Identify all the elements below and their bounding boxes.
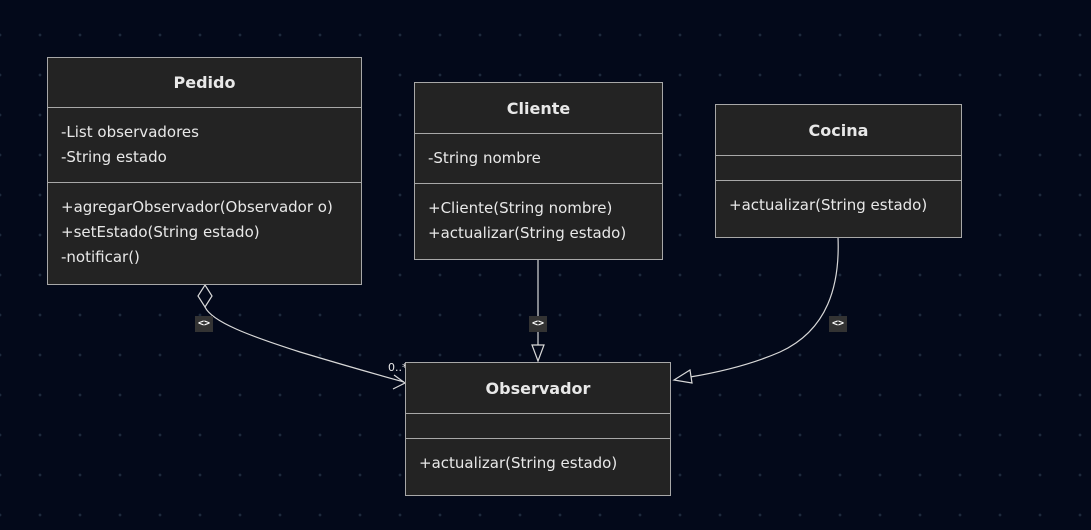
method: +Cliente(String nombre): [428, 199, 613, 217]
class-name: Pedido: [48, 58, 361, 108]
edge-cocina-observador: [672, 236, 839, 384]
multiplicity-label: 0..*: [388, 361, 406, 374]
methods-section: +actualizar(String estado): [716, 181, 961, 230]
method: +actualizar(String estado): [419, 454, 618, 472]
method: +actualizar(String estado): [428, 224, 627, 242]
relation-label-cliente-observador: <>: [529, 316, 548, 332]
class-name: Cocina: [716, 105, 961, 156]
method: +agregarObservador(Observador o): [61, 198, 333, 216]
attributes-section: -String nombre: [415, 134, 662, 184]
method: +setEstado(String estado): [61, 223, 260, 241]
methods-section: +actualizar(String estado): [406, 439, 670, 488]
arrowhead-icon: [392, 374, 407, 390]
attribute: -String estado: [61, 148, 167, 166]
edge-pedido-observador: [197, 283, 407, 390]
class-cliente[interactable]: Cliente -String nombre +Cliente(String n…: [414, 82, 663, 260]
method: +actualizar(String estado): [729, 196, 928, 214]
relation-label-cocina-observador: <>: [829, 316, 848, 332]
class-cocina[interactable]: Cocina +actualizar(String estado): [715, 104, 962, 238]
relation-label-pedido-observador: <>: [195, 316, 214, 332]
aggregation-diamond-icon: [197, 283, 213, 309]
class-pedido[interactable]: Pedido -List observadores -String estado…: [47, 57, 362, 285]
methods-section: +Cliente(String nombre) +actualizar(Stri…: [415, 184, 662, 258]
method: -notificar(): [61, 248, 140, 266]
attributes-section: -List observadores -String estado: [48, 108, 361, 183]
methods-section: +agregarObservador(Observador o) +setEst…: [48, 183, 361, 282]
class-name: Cliente: [415, 83, 662, 134]
class-observador[interactable]: Observador +actualizar(String estado): [405, 362, 671, 496]
attribute: -String nombre: [428, 149, 541, 167]
attributes-section: [716, 156, 961, 181]
attribute: -List observadores: [61, 123, 199, 141]
class-name: Observador: [406, 363, 670, 414]
edge-cliente-observador: [531, 259, 545, 363]
realization-arrow-icon: [672, 369, 693, 384]
attributes-section: [406, 414, 670, 439]
realization-arrow-icon: [531, 344, 545, 363]
